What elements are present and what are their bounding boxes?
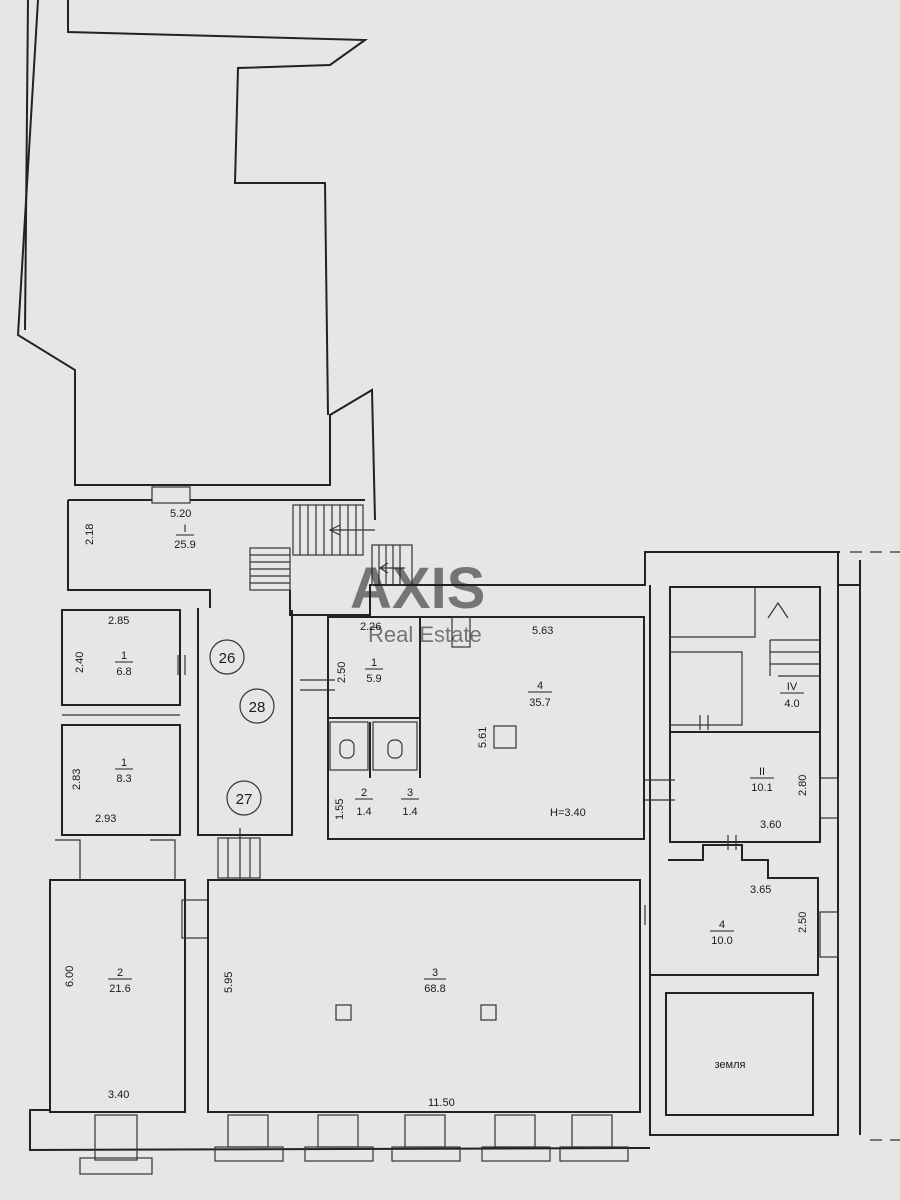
- dimension: 5.20: [170, 508, 191, 520]
- room-4a-outline: [327, 616, 645, 840]
- marker-26: [209, 639, 245, 675]
- dimension: 1.55: [334, 799, 346, 820]
- dimension: 11.50: [428, 1097, 455, 1109]
- room-IV-outline: [669, 586, 821, 733]
- dimension: 5.63: [532, 625, 553, 637]
- room-area: 1.4: [356, 806, 371, 818]
- room-number: 1: [121, 650, 127, 662]
- column: [480, 1004, 497, 1021]
- column: [493, 725, 517, 749]
- room-area: 10.0: [711, 935, 732, 947]
- upper-building-outline: [16, 0, 376, 521]
- staircase-right: [767, 601, 820, 677]
- door: [151, 486, 191, 504]
- wc-3-outline: [372, 721, 418, 771]
- toilet-icon: [387, 739, 403, 759]
- room-area: 21.6: [109, 983, 130, 995]
- room-area: 5.9: [366, 673, 381, 685]
- dimension: 3.60: [760, 819, 781, 831]
- dimension: 5.95: [223, 972, 235, 993]
- room-2-outline: [49, 879, 186, 1113]
- toilet-icon: [339, 739, 355, 759]
- room-1b-outline: [61, 724, 181, 836]
- room-number: 4: [719, 919, 725, 931]
- room-area: 1.4: [402, 806, 417, 818]
- room-number: IV: [787, 681, 798, 693]
- room-number: 1: [371, 657, 377, 669]
- dimension: 2.40: [74, 652, 86, 673]
- dimension: 2.26: [360, 621, 381, 633]
- marker-26-label: 26: [219, 650, 236, 667]
- room-number: 4: [537, 680, 543, 692]
- marker-28-label: 28: [249, 699, 266, 716]
- dimension: 5.61: [477, 727, 489, 748]
- dimension: 2.18: [84, 524, 96, 545]
- room-number: 3: [432, 967, 438, 979]
- land-label: земля: [715, 1059, 746, 1071]
- room-number: I: [183, 523, 186, 535]
- room-area: 68.8: [424, 983, 445, 995]
- corridor-outline: [67, 499, 840, 616]
- watermark-sub: Real Estate: [368, 622, 482, 647]
- watermark: AXIS Real Estate: [350, 556, 485, 647]
- staircase: [249, 504, 413, 591]
- dimension: 3.40: [108, 1089, 129, 1101]
- room-number: II: [759, 766, 765, 778]
- room-1a-outline: [61, 609, 181, 706]
- room-number: 3: [407, 787, 413, 799]
- room-area: 25.9: [174, 539, 195, 551]
- room-number: 2: [117, 967, 123, 979]
- column: [335, 1004, 352, 1021]
- room-area: 6.8: [116, 666, 131, 678]
- watermark-brand: AXIS: [350, 556, 485, 621]
- dimension: 2.85: [108, 615, 129, 627]
- land-area-outline: [665, 992, 814, 1116]
- room-area: 4.0: [784, 698, 799, 710]
- right-wing-outline: [649, 552, 861, 1136]
- dimension: 2.50: [797, 912, 809, 933]
- room-area: 8.3: [116, 773, 131, 785]
- room-4b-outline: [650, 844, 819, 976]
- dimension: 2.83: [71, 769, 83, 790]
- marker-27-label: 27: [236, 791, 253, 808]
- dimension: 2.80: [797, 775, 809, 796]
- passage-outline: [197, 608, 293, 836]
- room-3-outline: [207, 879, 641, 1113]
- dimension: 6.00: [64, 966, 76, 987]
- dimension: H=3.40: [550, 807, 586, 819]
- marker-28: [239, 688, 275, 724]
- wc-2-outline: [329, 721, 369, 771]
- room-area: 35.7: [529, 697, 550, 709]
- marker-27: [226, 780, 262, 816]
- room-number: 1: [121, 757, 127, 769]
- entrance-steps: [79, 1114, 629, 1175]
- dimension: 3.65: [750, 884, 771, 896]
- dimension: 2.93: [95, 813, 116, 825]
- room-number: 2: [361, 787, 367, 799]
- room-area: 10.1: [751, 782, 772, 794]
- dimension: 2.50: [336, 662, 348, 683]
